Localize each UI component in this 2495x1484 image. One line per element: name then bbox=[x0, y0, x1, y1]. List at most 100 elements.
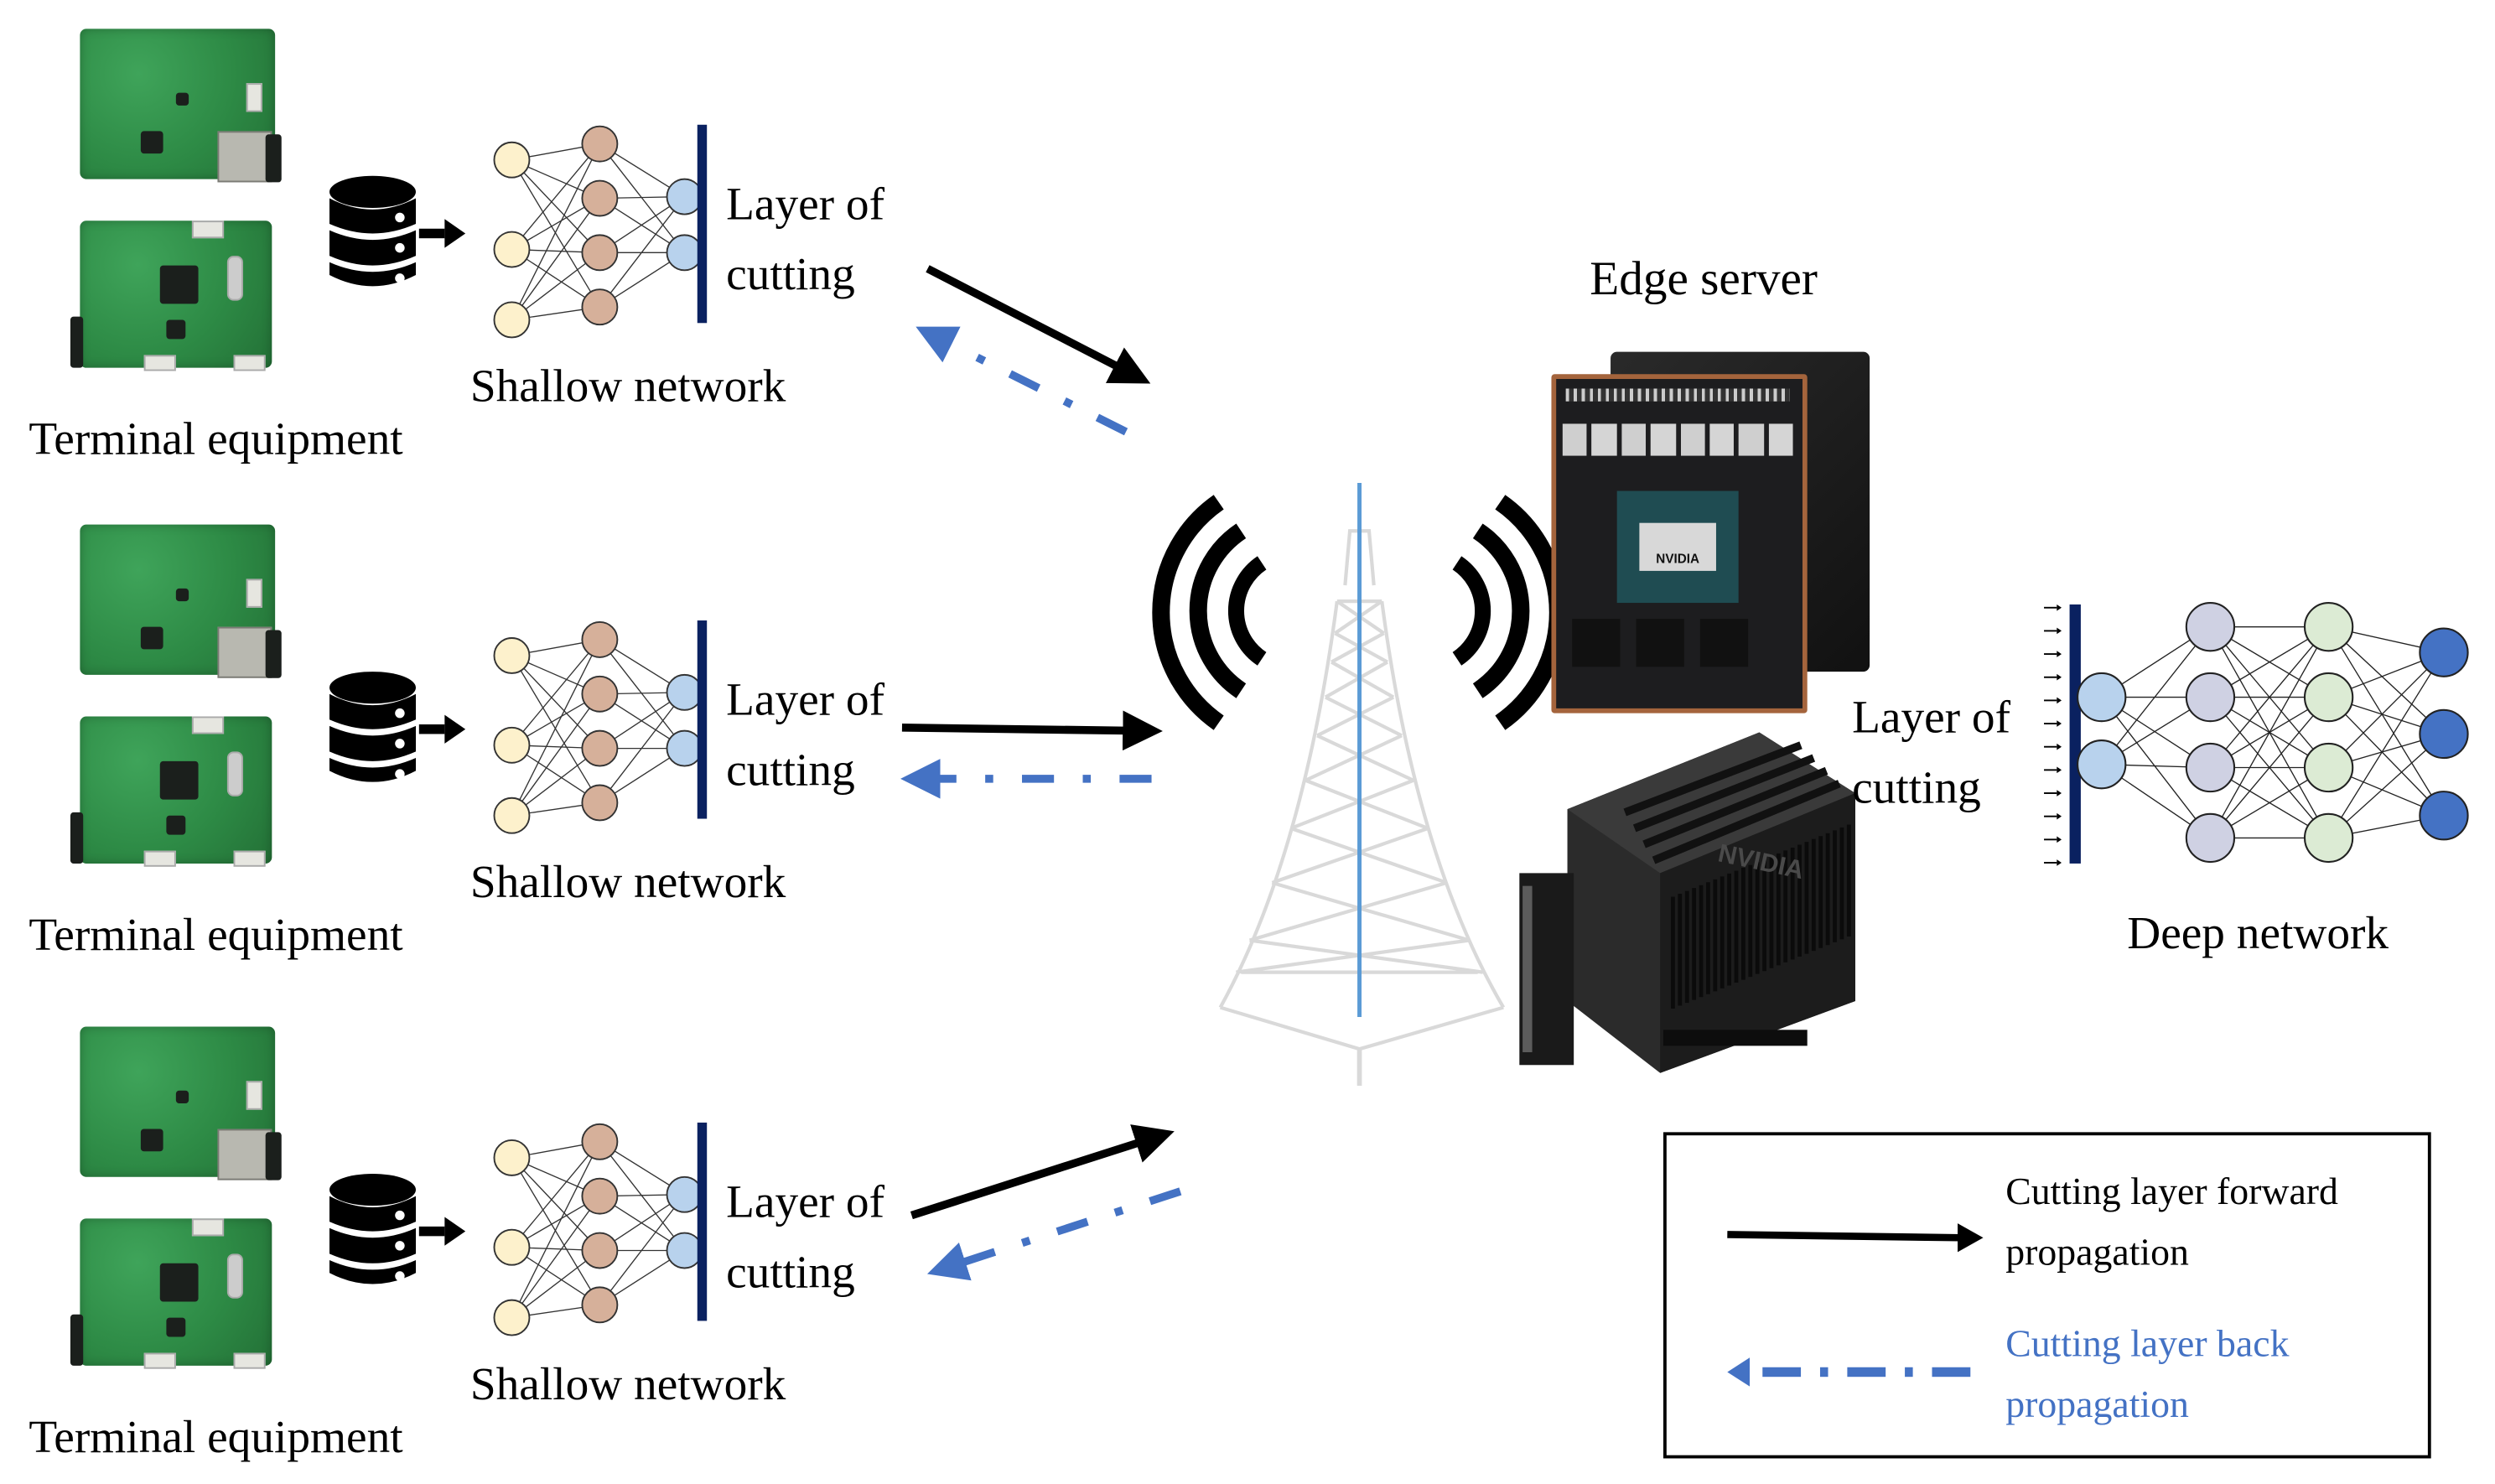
nn-edge bbox=[2209, 626, 2330, 768]
nn-edge bbox=[2328, 733, 2445, 838]
nn-node bbox=[493, 1228, 531, 1266]
nn-edge bbox=[2209, 626, 2330, 838]
nn-edge bbox=[599, 639, 686, 750]
deep-cut-layer-bar bbox=[2069, 604, 2081, 864]
nn-edge bbox=[2328, 651, 2445, 768]
terminal-board-bottom bbox=[70, 716, 272, 867]
cell-tower-icon bbox=[1152, 483, 1567, 1087]
nn-edge bbox=[599, 1194, 686, 1305]
nn-node bbox=[493, 301, 531, 339]
nn-edge bbox=[511, 639, 600, 746]
nn-edge bbox=[599, 196, 686, 308]
shallow-network-label: Shallow network bbox=[469, 361, 786, 413]
jetson-module-board: NVIDIA bbox=[1551, 374, 1808, 713]
data-arrow-icon bbox=[418, 219, 466, 248]
nn-node bbox=[493, 1139, 531, 1176]
nn-node bbox=[581, 125, 619, 163]
jetson-devkit-image: NVIDIA bbox=[1519, 732, 1855, 1073]
nn-node bbox=[493, 1299, 531, 1336]
deep-network-diagram bbox=[2044, 602, 2469, 866]
nn-node bbox=[493, 796, 531, 834]
nn-node bbox=[2185, 812, 2236, 864]
nn-edge bbox=[511, 1249, 600, 1319]
database-icon bbox=[329, 175, 417, 287]
shallow-network-diagram bbox=[493, 620, 708, 834]
nn-edge bbox=[511, 655, 600, 750]
nn-edge bbox=[2328, 626, 2445, 734]
shallow-network-label: Shallow network bbox=[469, 1359, 786, 1411]
terminal-board-top bbox=[80, 1026, 282, 1180]
nn-edge bbox=[511, 159, 600, 308]
nn-node bbox=[2077, 672, 2127, 723]
terminal-board-bottom bbox=[70, 221, 272, 371]
backward-arrow-3 bbox=[926, 1187, 1182, 1281]
data-arrow-icon bbox=[418, 714, 466, 744]
nn-node bbox=[2303, 742, 2354, 793]
nn-edge bbox=[511, 159, 600, 253]
nn-node bbox=[581, 1232, 619, 1269]
nn-edge bbox=[511, 1157, 600, 1305]
terminal-equipment-label: Terminal equipment bbox=[29, 1412, 403, 1464]
nn-edge bbox=[511, 748, 600, 817]
cut-layer-bar bbox=[697, 124, 708, 324]
terminal-equipment-label: Terminal equipment bbox=[29, 413, 403, 466]
terminal-board-top bbox=[80, 29, 282, 183]
cut-layer-bar bbox=[697, 1122, 708, 1321]
deep-network-label: Deep network bbox=[2127, 908, 2389, 960]
nn-node bbox=[2185, 672, 2236, 723]
nn-edge bbox=[599, 692, 686, 803]
nn-node bbox=[2303, 812, 2354, 864]
shallow-network-diagram bbox=[493, 124, 708, 339]
nn-edge bbox=[511, 655, 600, 803]
nn-edge bbox=[599, 143, 686, 253]
nn-node bbox=[581, 620, 619, 658]
shallow-network-diagram bbox=[493, 1122, 708, 1336]
nn-edge bbox=[511, 1196, 600, 1319]
nn-edge bbox=[2101, 697, 2211, 838]
nn-edge bbox=[511, 1141, 600, 1248]
legend-back-arrow bbox=[1727, 1357, 1971, 1387]
nn-node bbox=[2419, 791, 2469, 841]
nn-edge bbox=[2328, 626, 2445, 817]
nn-edge bbox=[599, 1141, 686, 1251]
nn-edge bbox=[2328, 651, 2445, 838]
nn-node bbox=[2303, 602, 2354, 652]
database-icon bbox=[329, 1173, 417, 1284]
backward-arrow-1 bbox=[916, 326, 1128, 436]
edge-server-label: Edge server bbox=[1590, 252, 1818, 306]
nn-node bbox=[2419, 708, 2469, 760]
nn-node bbox=[581, 288, 619, 326]
nn-node bbox=[581, 234, 619, 272]
nn-node bbox=[581, 1123, 619, 1160]
nn-node bbox=[581, 784, 619, 822]
nn-node bbox=[2303, 672, 2354, 723]
nn-node bbox=[493, 231, 531, 268]
nn-edge bbox=[2328, 697, 2445, 817]
module-components-row bbox=[1562, 423, 1793, 456]
nn-node bbox=[2185, 602, 2236, 652]
cut-layer-bar bbox=[697, 620, 708, 819]
nn-node bbox=[581, 729, 619, 767]
data-arrow-icon bbox=[418, 1217, 466, 1246]
nn-node bbox=[581, 1177, 619, 1215]
nn-node bbox=[581, 179, 619, 217]
nn-edge bbox=[2101, 626, 2211, 765]
terminal-board-bottom bbox=[70, 1218, 272, 1369]
nn-edge bbox=[511, 143, 600, 320]
legend-forward-arrow bbox=[1727, 1223, 1984, 1253]
nn-node bbox=[493, 726, 531, 764]
nn-edge bbox=[511, 143, 600, 250]
nn-node bbox=[2185, 742, 2236, 793]
forward-arrow-3 bbox=[910, 1124, 1175, 1220]
nn-edge bbox=[511, 1141, 600, 1318]
terminal-board-top bbox=[80, 524, 282, 678]
nn-node bbox=[493, 637, 531, 674]
module-gpu: NVIDIA bbox=[1616, 490, 1739, 604]
